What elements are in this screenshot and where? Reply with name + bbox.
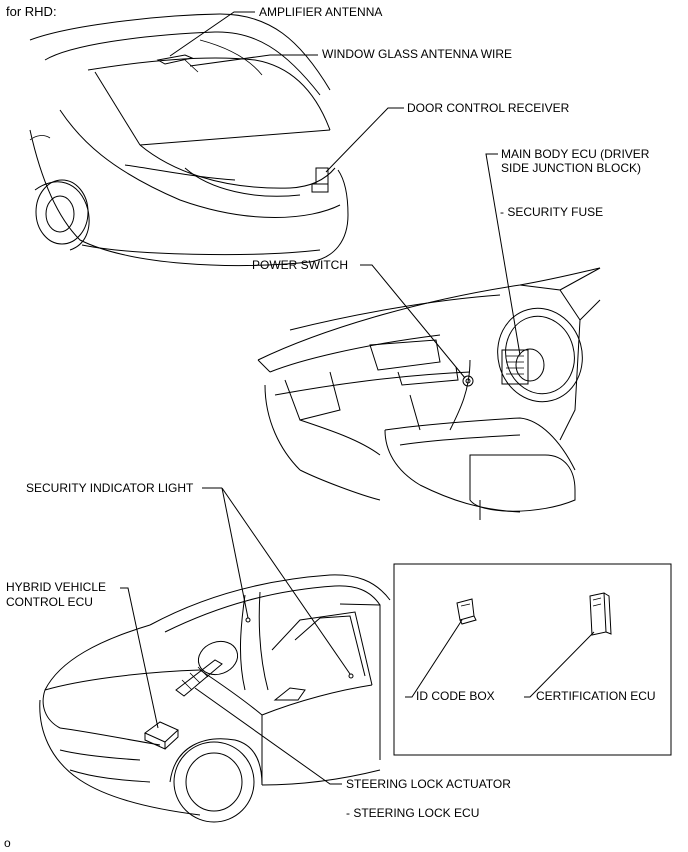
figure-code: o	[4, 836, 11, 850]
front-car-illustration	[39, 574, 391, 823]
rear-car-illustration	[29, 13, 349, 266]
door-control-receiver-label: DOOR CONTROL RECEIVER	[407, 101, 570, 115]
security-indicator-light-label: SECURITY INDICATOR LIGHT	[26, 481, 194, 495]
dashboard-illustration	[257, 267, 601, 520]
page-title: for RHD:	[6, 4, 57, 19]
power-switch-label: POWER SWITCH	[252, 258, 348, 272]
leader-lines	[120, 11, 595, 785]
hybrid-vehicle-ecu-label-line1: HYBRID VEHICLE	[6, 580, 107, 594]
amplifier-antenna-label: AMPLIFIER ANTENNA	[259, 5, 383, 19]
window-glass-antenna-wire-label: WINDOW GLASS ANTENNA WIRE	[322, 47, 513, 61]
hybrid-vehicle-ecu-label-line2: CONTROL ECU	[6, 595, 93, 609]
security-fuse-label: - SECURITY FUSE	[500, 205, 604, 219]
main-body-ecu-label-line2: SIDE JUNCTION BLOCK)	[501, 161, 642, 175]
inset-box	[393, 563, 672, 756]
main-body-ecu-label-line1: MAIN BODY ECU (DRIVER	[501, 147, 650, 161]
steering-lock-actuator-label: STEERING LOCK ACTUATOR	[346, 777, 511, 791]
steering-lock-ecu-label: - STEERING LOCK ECU	[346, 806, 480, 820]
id-code-box-label: ID CODE BOX	[416, 689, 495, 703]
certification-ecu-label: CERTIFICATION ECU	[536, 689, 656, 703]
